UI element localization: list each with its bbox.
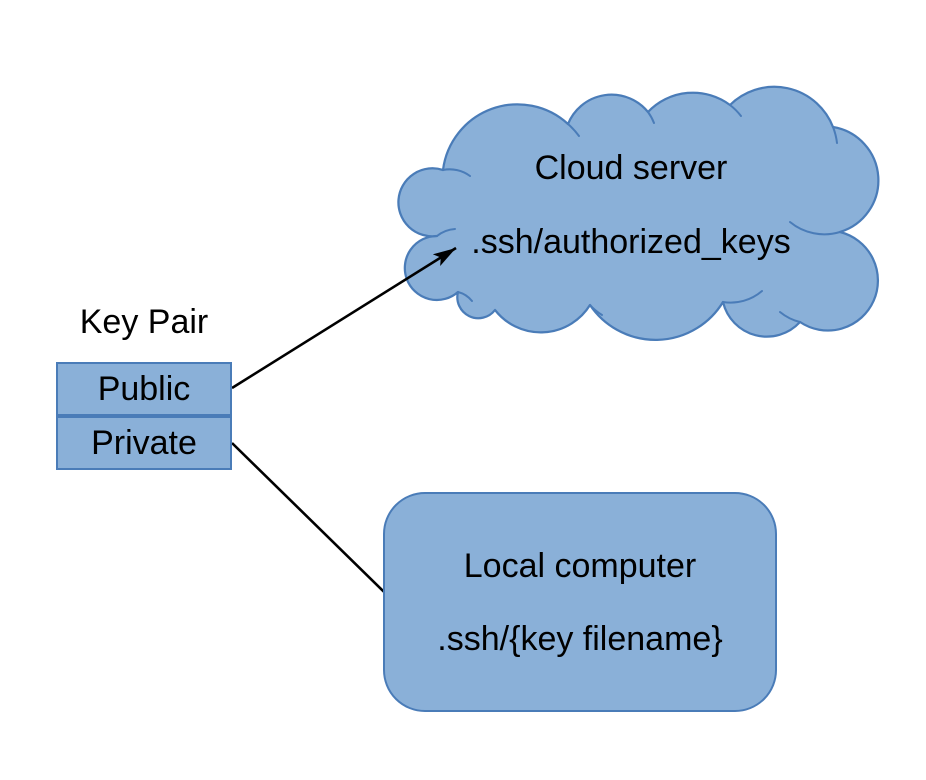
local-computer-path: .ssh/{key filename} [437, 620, 723, 658]
key-pair-title: Key Pair [79, 303, 209, 341]
cloud-scallop-arcs [436, 104, 841, 323]
cloud-shape [397, 85, 880, 341]
local-computer-title: Local computer [463, 547, 697, 585]
key-pair-cell-public: Public [56, 362, 232, 416]
local-computer-box [383, 492, 777, 712]
arrow-public-to-cloud [231, 246, 457, 390]
cloud-server-path: .ssh/authorized_keys [471, 223, 791, 261]
key-pair-cell-private: Private [56, 416, 232, 470]
cloud-server-title: Cloud server [534, 149, 728, 187]
key-pair-table: Public Private [56, 362, 232, 470]
